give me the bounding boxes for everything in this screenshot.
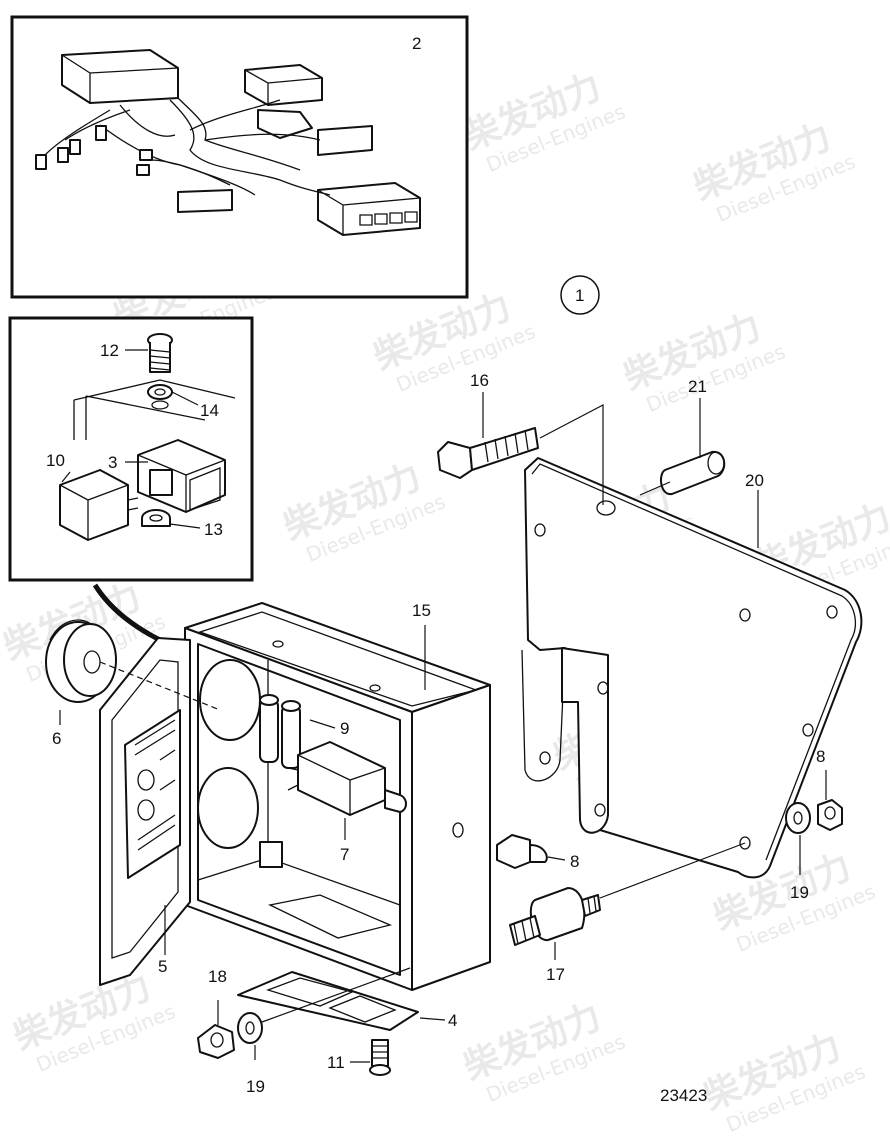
watermark-tile: 柴发动力 Diesel-Engines (618, 306, 789, 416)
gasket-4 (237, 971, 419, 1031)
callout-3: 3 (108, 453, 117, 472)
vibration-damper-17 (509, 887, 601, 946)
watermark-tile: 柴发动力 Diesel-Engines (698, 1026, 869, 1136)
grommet-6 (45, 619, 117, 703)
screw-12 (147, 333, 173, 373)
nut-13 (141, 509, 171, 527)
inset-relay-mounting: 12 14 3 10 13 (8, 316, 254, 582)
callout-8b: 8 (816, 747, 825, 766)
callout-4: 4 (448, 1011, 457, 1030)
inset-frame (8, 316, 254, 582)
wiring-harness (35, 49, 421, 236)
callout-18: 18 (208, 967, 227, 986)
nut-18-right (817, 799, 843, 831)
washer-19-right (785, 802, 811, 834)
watermark-tile: 柴发动力 Diesel-Engines (368, 286, 539, 396)
callout-17: 17 (546, 965, 565, 984)
svg-text:1: 1 (575, 286, 584, 305)
door-5 (99, 637, 191, 986)
callout-7: 7 (340, 845, 349, 864)
watermark-tile: 柴发动力 Diesel-Engines (688, 116, 859, 226)
fuses-9 (259, 694, 301, 769)
callout-19b: 19 (246, 1077, 265, 1096)
callout-12: 12 (100, 341, 119, 360)
washer-19-bottom (237, 1012, 263, 1044)
inset-wiring-harness: 2 (10, 15, 469, 299)
callout-10: 10 (46, 451, 65, 470)
callout-16: 16 (470, 371, 489, 390)
assembly-marker: 1 (560, 275, 600, 315)
spacer-21 (659, 450, 726, 496)
relay-7 (287, 741, 407, 816)
bolt-8 (496, 834, 548, 869)
drawing-number: 23423 (660, 1086, 707, 1105)
callout-13: 13 (204, 520, 223, 539)
bolt-11 (369, 1039, 391, 1076)
bolt-16 (437, 427, 539, 479)
watermark-tile: 柴发动力 Diesel-Engines (458, 996, 629, 1106)
callout-20: 20 (745, 471, 764, 490)
watermark-tile: 柴发动力 Diesel-Engines (8, 966, 179, 1076)
watermark-tile: 柴发动力 Diesel-Engines (278, 456, 449, 566)
callout-11: 11 (327, 1053, 345, 1072)
callout-2: 2 (412, 34, 421, 53)
cabinet-box-15 (184, 602, 491, 991)
callout-9: 9 (340, 719, 349, 738)
watermark-tile: 柴发动力 Diesel-Engines (458, 66, 629, 176)
relay-holder-3 (137, 439, 226, 513)
nut-18-bottom (197, 1024, 235, 1059)
callout-6: 6 (52, 729, 61, 748)
relay-10 (59, 469, 139, 541)
callout-14: 14 (200, 401, 219, 420)
callout-21: 21 (688, 377, 707, 396)
callout-15: 15 (412, 601, 431, 620)
callout-5: 5 (158, 957, 167, 976)
callout-8: 8 (570, 852, 579, 871)
callout-19: 19 (790, 883, 809, 902)
mounting-plate-20 (521, 457, 863, 879)
